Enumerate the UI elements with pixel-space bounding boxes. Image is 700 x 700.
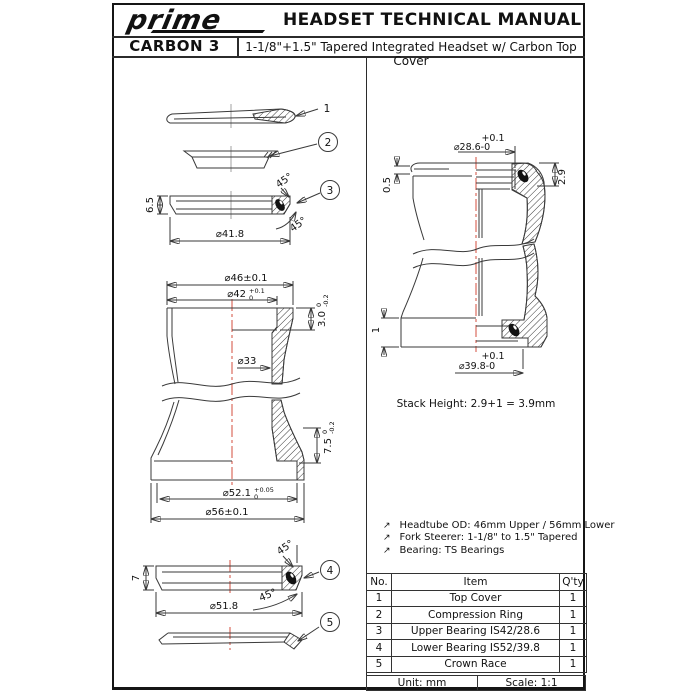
table-row: 4 Lower Bearing IS52/39.8 1 (366, 639, 587, 657)
note-bullet-icon: ↗ (383, 521, 391, 531)
table-row: 1 Top Cover 1 (366, 589, 587, 607)
cell-no: 4 (366, 639, 392, 657)
note-fork-steerer: ↗ Fork Steerer: 1-1/8" to 1.5" Tapered (383, 532, 583, 544)
cell-qty: 1 (559, 589, 587, 607)
cell-no: 3 (366, 622, 392, 640)
col-item: Item (391, 573, 560, 591)
cell-qty: 1 (559, 606, 587, 624)
parts-table: No. Item Q'ty 1 Top Cover 1 2 Compressio… (366, 573, 587, 673)
note-bearing: ↗ Bearing: TS Bearings (383, 545, 583, 557)
note-headtube: ↗ Headtube OD: 46mm Upper / 56mm Lower (383, 520, 614, 532)
title-block-footer: Unit: mm Scale: 1:1 (366, 675, 586, 691)
sheet-border (112, 3, 585, 690)
cell-item: Crown Race (391, 655, 560, 673)
scale-label: Scale: 1:1 (477, 675, 586, 691)
note-text: Headtube OD: 46mm Upper / 56mm Lower (399, 520, 615, 531)
brand-logo-swoosh (150, 30, 266, 33)
table-row: 3 Upper Bearing IS42/28.6 1 (366, 622, 587, 640)
model-description: 1-1/8"+1.5" Tapered Integrated Headset w… (245, 40, 577, 68)
cell-item: Upper Bearing IS42/28.6 (391, 622, 560, 640)
note-text: Fork Steerer: 1-1/8" to 1.5" Tapered (399, 532, 578, 544)
note-text: Bearing: TS Bearings (399, 544, 505, 556)
table-row: 2 Compression Ring 1 (366, 606, 587, 624)
cell-qty: 1 (559, 655, 587, 673)
page-title: HEADSET TECHNICAL MANUAL (283, 10, 582, 30)
cell-qty: 1 (559, 639, 587, 657)
cell-no: 1 (366, 589, 392, 607)
col-qty: Q'ty (559, 573, 587, 591)
table-row: 5 Crown Race 1 (366, 655, 587, 673)
stack-height-note: Stack Height: 2.9+1 = 3.9mm (396, 398, 556, 410)
spec-notes: ↗ Headtube OD: 46mm Upper / 56mm Lower ↗ F… (383, 520, 614, 557)
cell-item: Top Cover (391, 589, 560, 607)
cell-qty: 1 (559, 622, 587, 640)
header-divider-1 (112, 36, 585, 38)
model-name: CARBON 3 (129, 37, 220, 55)
cell-no: 5 (366, 655, 392, 673)
model-cell-divider (237, 36, 239, 56)
header-divider-2 (112, 56, 585, 58)
parts-table-header: No. Item Q'ty (366, 573, 587, 591)
note-bullet-icon: ↗ (383, 533, 391, 544)
cell-item: Compression Ring (391, 606, 560, 624)
unit-label: Unit: mm (366, 675, 477, 691)
note-bullet-icon: ↗ (383, 545, 391, 556)
cell-no: 2 (366, 606, 392, 624)
cell-item: Lower Bearing IS52/39.8 (391, 639, 560, 657)
column-divider (366, 56, 368, 690)
col-no: No. (366, 573, 392, 591)
